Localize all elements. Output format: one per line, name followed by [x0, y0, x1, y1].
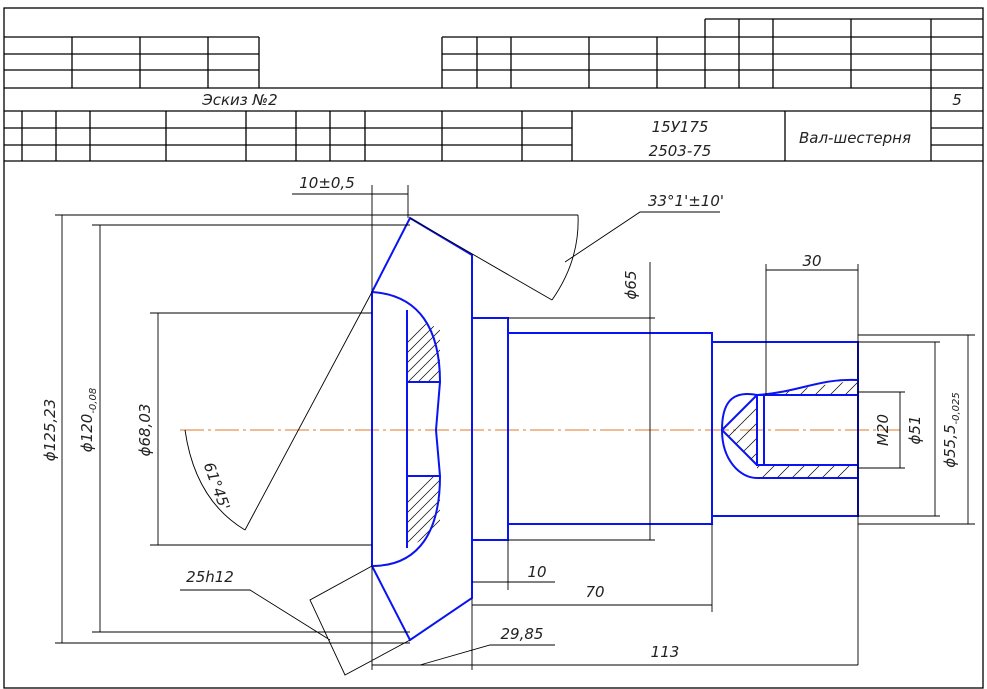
dimension-lines: [55, 185, 975, 676]
dim-tooth-size: 25h12: [186, 568, 234, 586]
dim-angle-61: 61°45': [200, 460, 234, 513]
dim-gear-width: 10±0,5: [299, 174, 355, 192]
designation-line1: 15У175: [652, 118, 709, 136]
sketch-title: Эскиз №2: [201, 91, 277, 109]
dim-hub-length: 10: [527, 563, 546, 581]
dim-thread-m20: M20: [874, 414, 892, 446]
dim-dia-65: ϕ65: [622, 271, 640, 300]
dim-length-29: 29,85: [501, 625, 544, 643]
dim-thread-depth: 30: [802, 252, 821, 270]
dim-dia-120-tolerance: -0,08: [88, 388, 99, 414]
dim-dia-51: ϕ51: [906, 416, 924, 445]
sheet-number: 5: [952, 91, 962, 109]
title-block-grid: [4, 18, 983, 162]
dim-dia-55-value: ϕ55,5: [941, 424, 959, 467]
dim-dia-55-tolerance: -0,025: [951, 392, 962, 424]
dim-dia-55: ϕ55,5-0,025: [941, 392, 962, 468]
part-name: Вал-шестерня: [799, 129, 911, 147]
dim-cone-angle: 33°1'±10': [648, 192, 724, 210]
dim-length-70: 70: [585, 583, 604, 601]
dim-dia-120-value: ϕ120: [78, 414, 96, 453]
dim-tip-dia: ϕ125,23: [41, 399, 59, 461]
dim-dia-68: ϕ68,03: [136, 404, 154, 457]
part-outline: [371, 216, 859, 642]
sheet-frame: [3, 7, 984, 689]
designation-line2: 2503-75: [649, 142, 712, 160]
dim-dia-120: ϕ120-0,08: [78, 388, 99, 452]
section-hatching: [407, 310, 858, 548]
dim-length-113: 113: [651, 643, 680, 661]
